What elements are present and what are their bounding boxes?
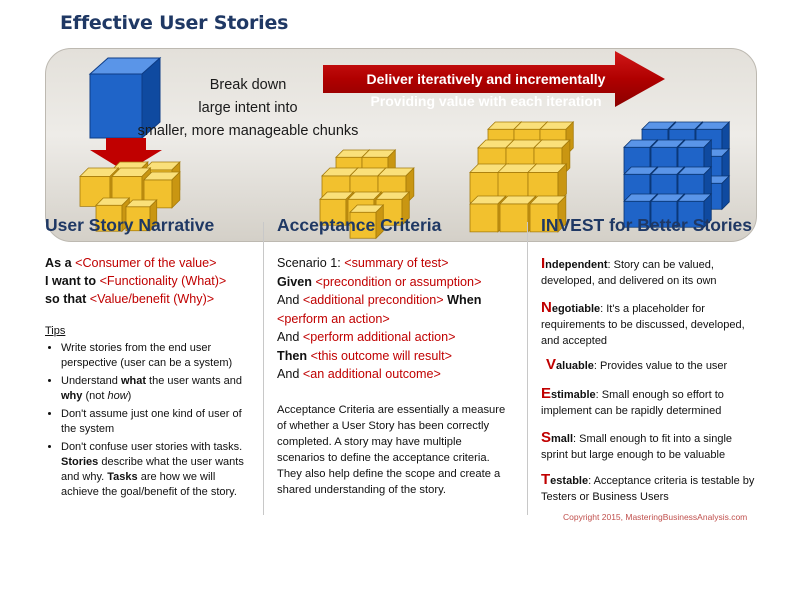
narrative-line-as-a: As a <Consumer of the value> [45, 256, 217, 270]
tips-list: Write stories from the end user perspect… [45, 341, 250, 500]
page-title: Effective User Stories [60, 12, 289, 34]
large-blue-cube-icon [88, 56, 162, 140]
blue-cube-icon [677, 166, 713, 202]
tip-item: Don't assume just one kind of user of th… [61, 407, 250, 437]
acceptance-heading: Acceptance Criteria [277, 215, 442, 235]
narrative-line-i-want: I want to <Functionality (What)> [45, 274, 227, 288]
scenario-line: Scenario 1: <summary of test> [277, 256, 449, 270]
tips-heading: Tips [45, 325, 66, 337]
acceptance-template: Scenario 1: <summary of test> Given <pre… [277, 254, 517, 384]
gold-cube-icon [125, 199, 158, 232]
iteration-arrow-icon [323, 51, 665, 107]
narrative-line-so-that: so that <Value/benefit (Why)> [45, 292, 215, 306]
invest-item-negotiable: Negotiable: It's a placeholder for requi… [541, 299, 745, 348]
cube-illustrations [79, 121, 731, 240]
narrative-heading: User Story Narrative [45, 215, 215, 235]
break-down-text: Break down large intent into smaller, mo… [137, 77, 359, 139]
tip-item: Write stories from the end user perspect… [61, 341, 250, 371]
gold-cube-icon [349, 204, 385, 240]
and-precondition-line: And <additional precondition> When [277, 293, 482, 307]
invest-item-valuable: Valuable: Provides value to the user [546, 356, 728, 373]
then-line: Then <this outcome will result> [277, 348, 452, 363]
copyright: Copyright 2015, MasteringBusinessAnalysi… [563, 512, 748, 522]
invest-item-estimable: Estimable: Small enough so effort to imp… [541, 385, 724, 418]
and-action-line: And <perform additional action> [277, 330, 456, 344]
gold-cube-icon [527, 163, 568, 204]
and-outcome-line: And <an additional outcome> [277, 367, 441, 381]
invest-item-testable: Testable: Acceptance criteria is testabl… [541, 471, 755, 504]
gold-cube-icon [529, 195, 567, 233]
tips-section: Tips Write stories from the end user per… [45, 324, 250, 503]
iteration-arrow-text: Deliver iteratively and incrementally Pr… [366, 71, 606, 109]
narrative-template: As a <Consumer of the value> I want to <… [45, 254, 226, 308]
invest-item-small: Small: Small enough to fit into a single… [541, 429, 733, 462]
column-divider [263, 222, 264, 515]
invest-heading: INVEST for Better Stories [541, 215, 753, 235]
invest-item-independent: Independent: Story can be valued, develo… [541, 255, 717, 288]
acceptance-paragraph: Acceptance Criteria are essentially a me… [277, 404, 506, 496]
when-action-line: <perform an action> [277, 311, 390, 326]
given-line: Given <precondition or assumption> [277, 274, 482, 289]
blue-cube-icon [677, 193, 713, 229]
down-arrow-icon [90, 138, 162, 172]
tip-item: Understand what the user wants and why (… [61, 374, 250, 404]
column-divider [527, 222, 528, 515]
tip-item: Don't confuse user stories with tasks. S… [61, 440, 250, 500]
